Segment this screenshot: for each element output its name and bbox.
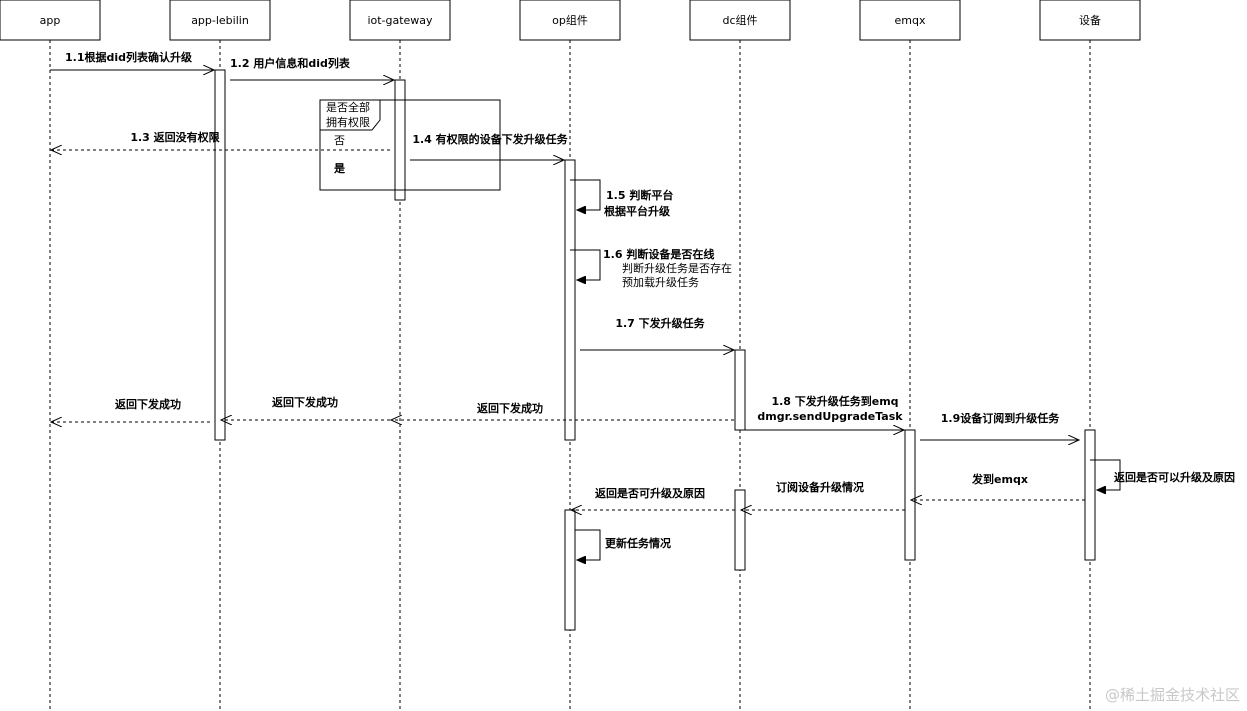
return-to-app: 返回下发成功 [51,397,210,422]
alt-frame: 是否全部 拥有权限 否 是 [319,99,501,191]
message-1-7: 1.7 下发升级任务 [580,316,734,350]
return-to-gateway: 返回下发成功 [391,401,734,420]
actor-device-label: 设备 [1079,13,1101,27]
message-1-3: 1.3 返回没有权限 [51,130,390,150]
message-op-self-update: 更新任务情况 [575,529,671,560]
watermark: @稀土掘金技术社区 [1105,686,1240,704]
alt-frame-title-line1: 是否全部 [326,100,370,114]
activation-dc-1 [734,349,746,431]
message-1-5-label-line1: 1.5 判断平台 [606,188,673,202]
message-1-9: 1.9设备订阅到升级任务 [920,411,1079,440]
message-1-5-label-line2: 根据平台升级 [604,204,671,218]
alt-branch-no: 否 [334,134,345,147]
message-1-8-label-line2: dmgr.sendUpgradeTask [757,410,903,423]
actor-dc-label: dc组件 [722,13,757,27]
activation-emqx [904,429,916,561]
message-1-8: 1.8 下发升级任务到emq dmgr.sendUpgradeTask [745,394,904,430]
actor-lebilin[interactable]: app-lebilin [169,0,271,41]
return-to-lebilin: 返回下发成功 [221,395,390,420]
message-1-9-label: 1.9设备订阅到升级任务 [941,411,1060,425]
actor-app-label: app [40,14,61,27]
message-1-1-label: 1.1根据did列表确认升级 [65,50,193,64]
message-1-2: 1.2 用户信息和did列表 [230,56,394,80]
actor-emqx-label: emqx [895,14,926,27]
message-1-2-label: 1.2 用户信息和did列表 [230,56,351,70]
activation-device [1084,429,1096,561]
activation-dc-2 [734,489,746,571]
message-1-6-label-line3: 预加载升级任务 [622,276,699,289]
actor-gateway-label: iot-gateway [367,14,433,27]
message-1-6: 1.6 判断设备是否在线 判断升级任务是否存在 预加载升级任务 [570,247,732,289]
alt-frame-title-line2: 拥有权限 [326,115,370,129]
message-to-emqx-label: 发到emqx [971,472,1028,486]
actor-dc[interactable]: dc组件 [689,0,791,41]
message-1-5: 1.5 判断平台 根据平台升级 [570,179,673,218]
message-1-4: 1.4 有权限的设备下发升级任务 [410,132,569,160]
message-dc-to-op: 返回是否可升级及原因 [571,486,735,510]
actor-lebilin-label: app-lebilin [191,14,249,27]
message-dc-to-op-label: 返回是否可升级及原因 [595,486,705,500]
message-1-4-label: 1.4 有权限的设备下发升级任务 [412,132,568,146]
actor-app[interactable]: app [0,0,101,41]
message-device-self: 返回是否可以升级及原因 [1090,459,1235,490]
message-1-1: 1.1根据did列表确认升级 [50,50,214,70]
activation-op-1 [564,159,576,441]
return-to-gateway-label: 返回下发成功 [477,401,543,415]
return-to-app-label: 返回下发成功 [115,397,181,411]
actor-op[interactable]: op组件 [519,0,621,41]
message-to-emqx: 发到emqx [911,472,1085,500]
activation-op-2 [564,509,576,631]
activation-gateway [394,79,406,201]
message-device-self-label: 返回是否可以升级及原因 [1114,470,1235,484]
actor-emqx[interactable]: emqx [859,0,961,41]
message-1-6-label-line1: 1.6 判断设备是否在线 [603,247,714,261]
message-emqx-to-dc: 订阅设备升级情况 [741,480,905,510]
actor-op-label: op组件 [552,13,588,27]
message-op-self-update-label: 更新任务情况 [605,536,671,550]
activation-lebilin [214,69,226,441]
message-1-3-label: 1.3 返回没有权限 [130,130,219,144]
message-1-6-label-line2: 判断升级任务是否存在 [622,261,732,275]
message-emqx-to-dc-label: 订阅设备升级情况 [776,480,864,494]
actor-gateway[interactable]: iot-gateway [349,0,451,41]
message-1-8-label-line1: 1.8 下发升级任务到emq [771,394,898,408]
actor-device[interactable]: 设备 [1039,0,1141,41]
message-1-7-label: 1.7 下发升级任务 [615,316,705,330]
return-to-lebilin-label: 返回下发成功 [272,395,338,409]
alt-branch-yes: 是 [333,162,346,175]
